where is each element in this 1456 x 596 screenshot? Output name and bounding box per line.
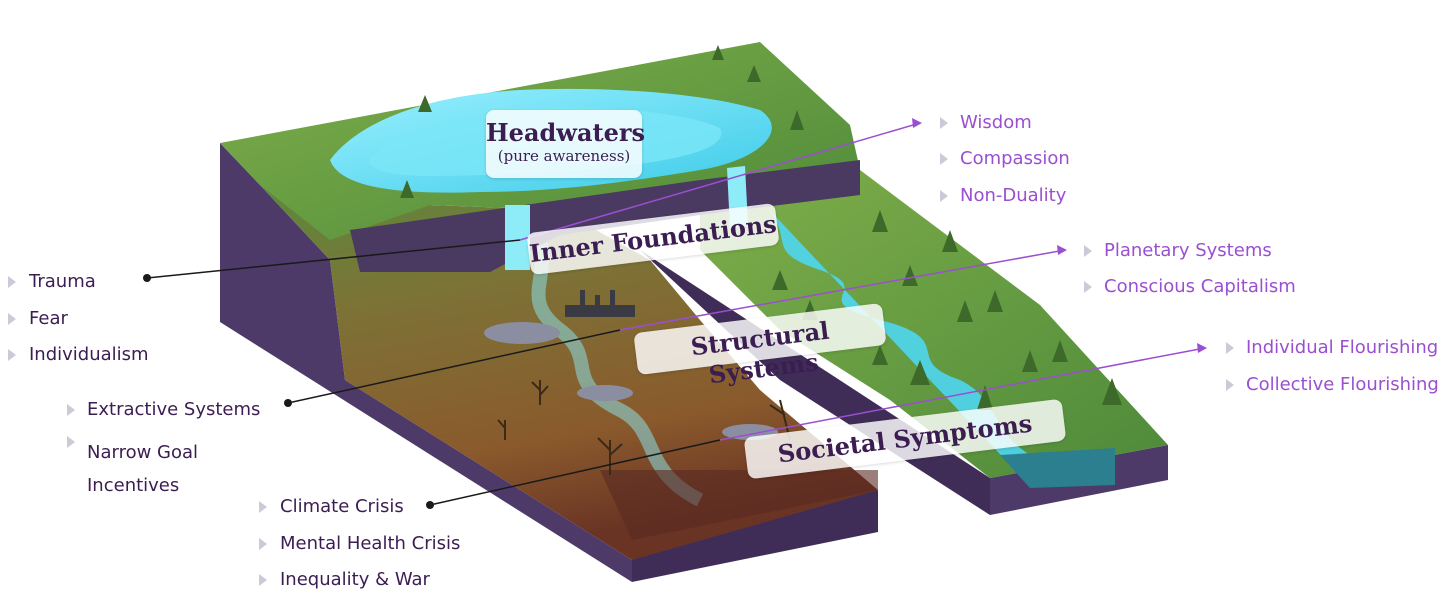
- right-item-wisdom: Wisdom: [960, 112, 1032, 133]
- left-item-fear: Fear: [29, 308, 68, 329]
- left-barren-surface: [260, 185, 878, 560]
- bullet-icon: [67, 436, 75, 448]
- bullet-icon: [8, 349, 16, 361]
- right-item-individual-flourishing: Individual Flourishing: [1246, 337, 1439, 358]
- left-item-climate-crisis: Climate Crisis: [280, 496, 404, 517]
- connector-arrowheads: [912, 118, 1207, 353]
- left-item-extractive-systems: Extractive Systems: [87, 399, 261, 420]
- connector-dots: [143, 274, 434, 509]
- bullet-icon: [1084, 281, 1092, 293]
- right-item-planetary-systems: Planetary Systems: [1104, 240, 1272, 261]
- bullet-icon: [259, 574, 267, 586]
- bullet-icon: [940, 117, 948, 129]
- bullet-icon: [940, 190, 948, 202]
- left-field-dark: [600, 470, 878, 540]
- stage-headwaters: Headwaters (pure awareness): [486, 110, 645, 178]
- bullet-icon: [67, 404, 75, 416]
- bullet-icon: [8, 276, 16, 288]
- right-item-conscious-capitalism: Conscious Capitalism: [1104, 276, 1296, 297]
- left-item-trauma: Trauma: [29, 271, 96, 292]
- bullet-icon: [1084, 245, 1092, 257]
- left-block-side-wall: [220, 143, 632, 582]
- left-item-mental-health-crisis: Mental Health Crisis: [280, 533, 461, 554]
- bullet-icon: [259, 501, 267, 513]
- stage-subtitle: (pure awareness): [497, 147, 631, 165]
- bullet-icon: [1226, 342, 1234, 354]
- bullet-icon: [1226, 379, 1234, 391]
- trees: [400, 45, 1122, 410]
- bullet-icon: [259, 538, 267, 550]
- left-block-front-wall: [632, 490, 878, 582]
- bullet-icon: [940, 153, 948, 165]
- left-item-individualism: Individualism: [29, 344, 149, 365]
- factory-icon: [565, 290, 635, 317]
- connectors: [146, 122, 1206, 506]
- right-pool: [1000, 448, 1115, 488]
- left-stream: [531, 238, 704, 507]
- bullet-icon: [8, 313, 16, 325]
- right-item-non-duality: Non-Duality: [960, 185, 1067, 206]
- left-item-narrow-goal-incentives: Narrow Goal Incentives: [87, 442, 199, 496]
- left-item-inequality-war: Inequality & War: [280, 569, 430, 590]
- stage-title: Headwaters: [486, 118, 645, 147]
- waterfall-left: [505, 205, 530, 270]
- right-item-compassion: Compassion: [960, 148, 1070, 169]
- right-item-collective-flourishing: Collective Flourishing: [1246, 374, 1439, 395]
